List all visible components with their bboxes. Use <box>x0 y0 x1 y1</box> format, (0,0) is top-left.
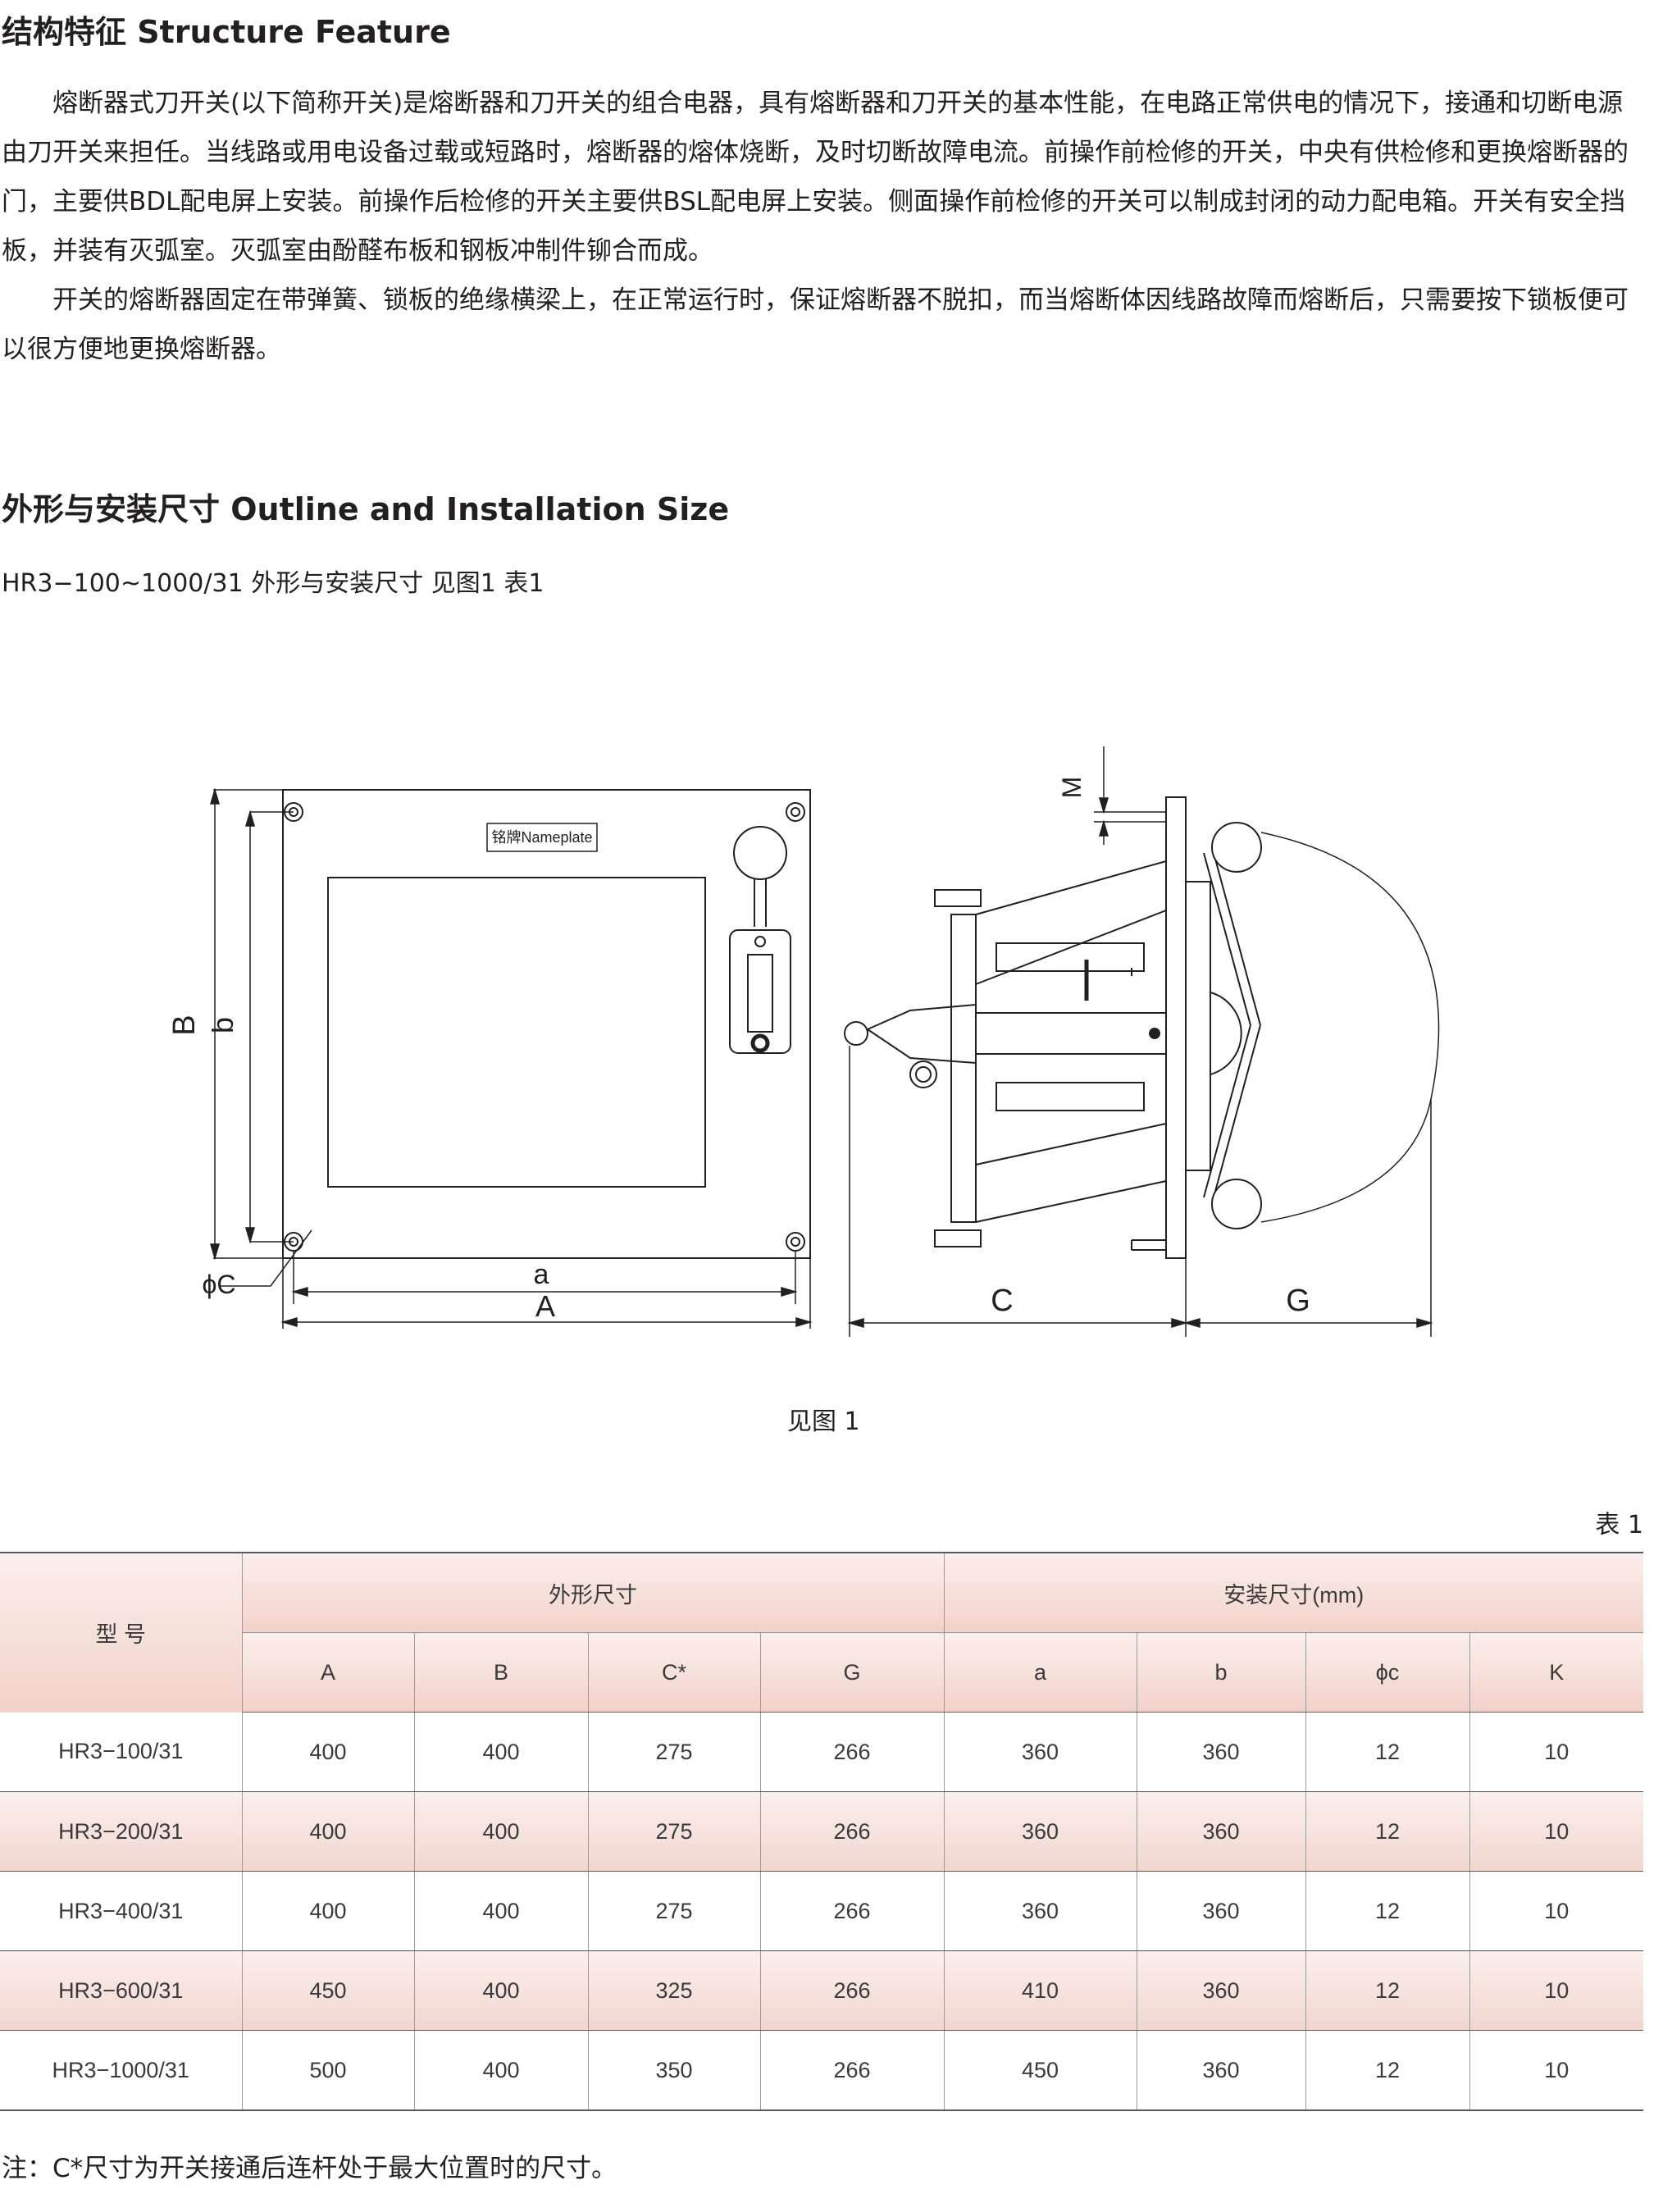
front-panel <box>282 789 811 1259</box>
model-cell: HR3−100/31 <box>0 1712 242 1792</box>
table-cell: 266 <box>759 1950 944 2031</box>
table-cell: 360 <box>1136 1871 1305 1951</box>
outline-drawing: 铭牌Nameplate B b ϕC a A <box>167 746 1440 1337</box>
side-link-rod <box>975 1012 1167 1055</box>
operating-handle <box>729 826 791 1054</box>
column-header-B: B <box>413 1632 588 1713</box>
table-cell: 10 <box>1469 1712 1644 1792</box>
table-cell: 400 <box>413 1712 588 1792</box>
table-cell: 275 <box>587 1871 760 1951</box>
column-header-G: G <box>759 1632 944 1713</box>
dim-label-C: C <box>991 1284 1013 1318</box>
table-cell: 12 <box>1305 1791 1469 1872</box>
table-cell: 360 <box>943 1791 1137 1872</box>
side-handle-base <box>1185 881 1211 1171</box>
table-cell: 360 <box>943 1871 1137 1951</box>
table-cell: 400 <box>241 1712 414 1792</box>
column-header-K: K <box>1469 1632 1644 1713</box>
table-cell: 12 <box>1305 2030 1469 2111</box>
table-cell: 12 <box>1305 1950 1469 2031</box>
structure-paragraph-2: 开关的熔断器固定在带弹簧、锁板的绝缘横梁上，在正常运行时，保证熔断器不脱扣，而当… <box>2 285 1629 364</box>
table-row: HR3−600/31 450 400 325 266 410 360 12 10 <box>0 1950 1644 2031</box>
column-header-C: C* <box>587 1632 760 1713</box>
mounting-hole-bottom-right <box>786 1232 805 1252</box>
table-row: HR3−200/31 400 400 275 266 360 360 12 10 <box>0 1791 1644 1872</box>
figure-caption: 见图 1 <box>787 1407 860 1436</box>
nameplate-box <box>486 823 598 852</box>
structure-body: 熔断器式刀开关(以下简称开关)是熔断器和刀开关的组合电器，具有熔断器和刀开关的基… <box>2 79 1640 374</box>
table-cell: 10 <box>1469 1871 1644 1951</box>
side-handle <box>1203 822 1440 1229</box>
column-header-A: A <box>241 1632 414 1713</box>
structure-paragraph-1: 熔断器式刀开关(以下简称开关)是熔断器和刀开关的组合电器，具有熔断器和刀开关的基… <box>2 89 1629 266</box>
nameplate-label: 铭牌Nameplate <box>491 829 592 846</box>
mounting-hole-top-right <box>786 802 805 822</box>
table-row: HR3−1000/31 500 400 350 266 450 360 12 1… <box>0 2030 1644 2111</box>
table-row: HR3−100/31 400 400 275 266 360 360 12 10 <box>0 1712 1644 1792</box>
table-cell: 266 <box>759 1712 944 1792</box>
side-view <box>844 746 1440 1337</box>
table-cell: 400 <box>413 2030 588 2111</box>
outline-heading: 外形与安装尺寸 Outline and Installation Size <box>2 491 730 527</box>
table-cell: 266 <box>759 1791 944 1872</box>
table-cell: 266 <box>759 1871 944 1951</box>
table-cell: 360 <box>1136 2030 1305 2111</box>
model-cell: HR3−1000/31 <box>0 2030 242 2111</box>
table-cell: 10 <box>1469 1950 1644 2031</box>
table-cell: 400 <box>413 1791 588 1872</box>
table-header-row-1: 型 号 外形尺寸 安装尺寸(mm) <box>0 1552 1644 1713</box>
table-cell: 500 <box>241 2030 414 2111</box>
table-cell: 360 <box>943 1712 1137 1792</box>
table-cell: 400 <box>413 1950 588 2031</box>
model-cell: HR3−400/31 <box>0 1871 242 1951</box>
dim-label-a: a <box>534 1259 549 1290</box>
front-dimension-lines <box>209 787 813 1329</box>
front-view <box>209 787 813 1329</box>
table-cell: 10 <box>1469 1791 1644 1872</box>
table-cell: 275 <box>587 1791 760 1872</box>
dim-label-B: B <box>167 1015 202 1035</box>
side-switch-frame <box>950 914 977 1223</box>
table-cell: 350 <box>587 2030 760 2111</box>
table-caption: 表 1 <box>1595 1511 1643 1539</box>
model-header: 型 号 <box>0 1552 243 1713</box>
dimension-table: 型 号 外形尺寸 安装尺寸(mm) A B C* G a b ϕc K HR3−… <box>0 1552 1644 2111</box>
structure-heading: 结构特征 Structure Feature <box>2 14 451 50</box>
table-cell: 450 <box>241 1950 414 2031</box>
column-header-phic: ϕc <box>1305 1632 1469 1713</box>
dim-label-b: b <box>206 1017 239 1033</box>
table-cell: 275 <box>587 1712 760 1792</box>
outer-dimensions-header: 外形尺寸 <box>242 1552 945 1633</box>
side-dimension-lines <box>847 746 1433 1337</box>
dim-label-G: G <box>1286 1284 1310 1318</box>
table-cell: 12 <box>1305 1712 1469 1792</box>
table-header-row-2: A B C* G a b ϕc K <box>0 1632 1644 1713</box>
model-cell: HR3−200/31 <box>0 1791 242 1872</box>
table-cell: 360 <box>1136 1791 1305 1872</box>
table-cell: 400 <box>241 1791 414 1872</box>
installation-dimensions-header: 安装尺寸(mm) <box>944 1552 1644 1633</box>
column-header-a: a <box>943 1632 1137 1713</box>
table-cell: 400 <box>413 1871 588 1951</box>
model-cell: HR3−600/31 <box>0 1950 242 2031</box>
table-row: HR3−400/31 400 400 275 266 360 360 12 10 <box>0 1871 1644 1951</box>
table-cell: 325 <box>587 1950 760 2031</box>
table-footnote: 注：C*尺寸为开关接通后连杆处于最大位置时的尺寸。 <box>2 2154 617 2183</box>
table-cell: 410 <box>943 1950 1137 2031</box>
table-cell: 360 <box>1136 1950 1305 2031</box>
fuse-door <box>327 877 706 1188</box>
dim-label-A: A <box>535 1289 555 1323</box>
table-cell: 266 <box>759 2030 944 2111</box>
table-cell: 360 <box>1136 1712 1305 1792</box>
table-cell: 10 <box>1469 2030 1644 2111</box>
table-cell: 400 <box>241 1871 414 1951</box>
table-cell: 12 <box>1305 1871 1469 1951</box>
table-cell: 450 <box>943 2030 1137 2111</box>
side-mounting-plate <box>1165 796 1187 1259</box>
dim-label-phiC: ϕC <box>202 1270 235 1299</box>
outline-caption: HR3−100~1000/31 外形与安装尺寸 见图1 表1 <box>2 569 544 598</box>
dim-label-M: M <box>1057 777 1087 799</box>
column-header-b: b <box>1136 1632 1305 1713</box>
